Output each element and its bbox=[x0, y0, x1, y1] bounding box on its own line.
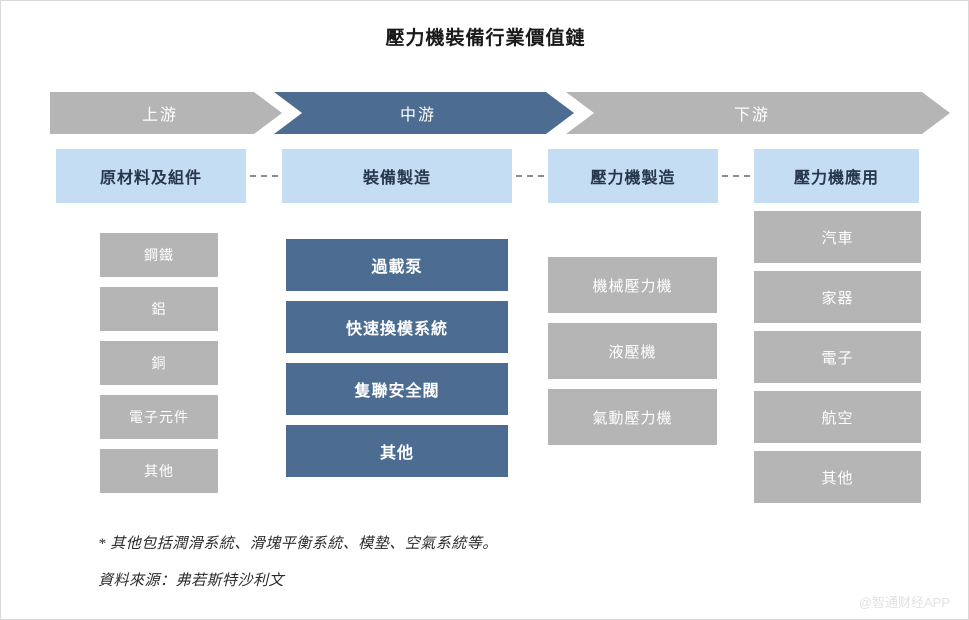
list-item: 電子 bbox=[754, 331, 921, 383]
arrow-segment-upstream: 上游 bbox=[50, 92, 282, 134]
list-item: 過載泵 bbox=[286, 239, 508, 291]
arrow-label-downstream: 下游 bbox=[733, 107, 770, 124]
arrow-segment-downstream: 下游 bbox=[566, 92, 950, 134]
stage-header-raw-materials: 原材料及組件 bbox=[56, 149, 246, 203]
list-item: 鋼鐵 bbox=[100, 233, 218, 277]
footnote-source: 資料來源：弗若斯特沙利文 bbox=[98, 573, 285, 589]
list-item: 隻聯安全閥 bbox=[286, 363, 508, 415]
stage-header-press-manufacturing: 壓力機製造 bbox=[548, 149, 718, 203]
list-item: 其他 bbox=[286, 425, 508, 477]
list-item: 快速換模系統 bbox=[286, 301, 508, 353]
connector-dashed-3 bbox=[722, 175, 750, 177]
value-chain-arrow-band: 上游 中游 下游 bbox=[50, 92, 950, 134]
list-item: 汽車 bbox=[754, 211, 921, 263]
footnote-note: * 其他包括潤滑系統、滑塊平衡系統、模墊、空氣系統等。 bbox=[98, 536, 498, 552]
list-item: 電子元件 bbox=[100, 395, 218, 439]
list-item: 其他 bbox=[754, 451, 921, 503]
list-item: 液壓機 bbox=[548, 323, 717, 379]
item-column-press-manufacturing: 機械壓力機 液壓機 氣動壓力機 bbox=[548, 257, 717, 455]
connector-dashed-2 bbox=[516, 175, 544, 177]
watermark: @智通财经APP bbox=[858, 595, 950, 610]
list-item: 機械壓力機 bbox=[548, 257, 717, 313]
page-title: 壓力機裝備行業價值鏈 bbox=[385, 28, 586, 49]
stage-header-press-application: 壓力機應用 bbox=[754, 149, 919, 203]
stage-header-equipment-manufacturing: 裝備製造 bbox=[282, 149, 512, 203]
list-item: 其他 bbox=[100, 449, 218, 493]
list-item: 家器 bbox=[754, 271, 921, 323]
arrow-label-midstream: 中游 bbox=[399, 107, 436, 124]
arrow-segment-midstream: 中游 bbox=[274, 92, 574, 134]
item-column-press-application: 汽車 家器 電子 航空 其他 bbox=[754, 211, 921, 511]
arrow-label-upstream: 上游 bbox=[141, 107, 178, 124]
item-column-equipment-manufacturing: 過載泵 快速換模系統 隻聯安全閥 其他 bbox=[286, 239, 508, 487]
list-item: 航空 bbox=[754, 391, 921, 443]
list-item: 氣動壓力機 bbox=[548, 389, 717, 445]
list-item: 鋁 bbox=[100, 287, 218, 331]
list-item: 銅 bbox=[100, 341, 218, 385]
connector-dashed-1 bbox=[250, 175, 278, 177]
item-column-raw-materials: 鋼鐵 鋁 銅 電子元件 其他 bbox=[100, 233, 218, 503]
